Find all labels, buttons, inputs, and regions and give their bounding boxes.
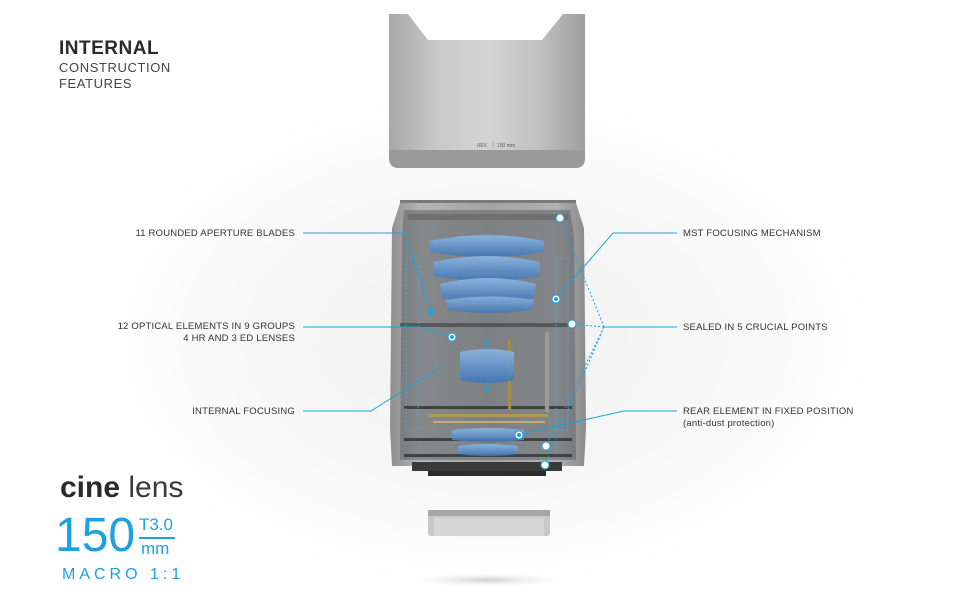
lens-hood [389,14,585,168]
callout-lines [303,213,677,470]
hood-brand-text: IRIX [477,143,487,149]
rear-cap [397,510,577,588]
callout-mst-mechanism: MST FOCUSING MECHANISM [683,228,821,240]
callout-aperture-text: 11 ROUNDED APERTURE BLADES [135,228,295,239]
page-heading: INTERNAL CONSTRUCTION FEATURES [59,38,171,92]
t-stop: T3.0 [139,515,174,534]
callout-mst-text: MST FOCUSING MECHANISM [683,228,821,239]
fraction-rule [139,537,175,539]
focal-length-number: 150 [55,509,136,562]
brand-lens: lens [128,471,184,504]
brand-block: cine lens [60,471,183,505]
callout-rear-line2: (anti-dust protection) [683,418,775,429]
callout-optical-line1: 12 OPTICAL ELEMENTS IN 9 GROUPS [117,321,295,332]
callout-optical-line2: 4 HR AND 3 ED LENSES [183,333,295,344]
hood-focal-text: 150 mm [497,143,515,149]
unit-mm: mm [141,539,170,558]
heading-line-3: FEATURES [59,76,133,91]
callout-internal-focusing: INTERNAL FOCUSING [192,406,295,418]
callout-rear-line1: REAR ELEMENT IN FIXED POSITION [683,406,854,417]
optical-elements [430,235,544,456]
brand-cine: cine [60,471,121,504]
macro-ratio: MACRO 1:1 [62,566,185,583]
callout-aperture-blades: 11 ROUNDED APERTURE BLADES [135,228,295,240]
heading-line-2: CONSTRUCTION [59,60,171,75]
heading-title: INTERNAL [59,38,160,59]
callout-sealed-text: SEALED IN 5 CRUCIAL POINTS [683,322,828,333]
callout-internal-focusing-text: INTERNAL FOCUSING [192,406,295,417]
callout-rear-element: REAR ELEMENT IN FIXED POSITION (anti-dus… [683,406,854,430]
callout-optical-elements: 12 OPTICAL ELEMENTS IN 9 GROUPS 4 HR AND… [118,321,295,345]
callout-sealed: SEALED IN 5 CRUCIAL POINTS [683,322,828,334]
